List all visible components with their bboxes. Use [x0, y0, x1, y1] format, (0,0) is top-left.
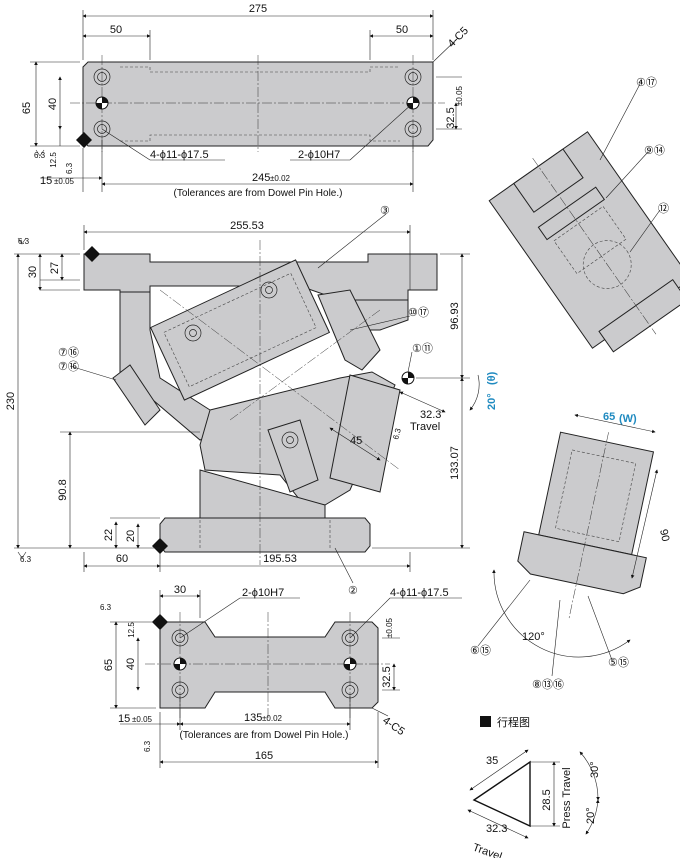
- handle: [112, 364, 161, 426]
- dim-12-5: 12.5: [49, 152, 58, 168]
- dim-65: 65: [21, 102, 33, 114]
- dim-96-93: 96.93: [449, 302, 461, 330]
- dim-15-bottom: 15: [118, 713, 130, 725]
- roughness-4: 6.3: [20, 555, 32, 564]
- tol-32-5: ±0.05: [455, 85, 464, 106]
- dim-65-w: 65: [603, 411, 615, 423]
- callout-12: ⑫: [658, 202, 669, 215]
- dim-30-bottom: 30: [174, 584, 186, 596]
- dim-22: 22: [103, 529, 115, 541]
- tol-15: ±0.05: [54, 177, 75, 186]
- hole-spec-10-bottom: 2-ϕ10H7: [242, 587, 284, 599]
- hole-spec-10: 2-ϕ10H7: [298, 149, 340, 161]
- dim-133-07: 133.07: [449, 446, 461, 480]
- callout-7: ⑦⑯: [58, 346, 79, 359]
- tilted-block: [149, 259, 331, 401]
- tol-32-5-bottom: ±0.05: [385, 617, 394, 638]
- roughness-7: 6.3: [100, 603, 112, 612]
- dim-30: 30: [27, 266, 39, 278]
- press-travel-label: Press Travel: [561, 767, 573, 828]
- dim-255-53: 255.53: [230, 220, 264, 232]
- travel-label-stroke: Travel: [471, 842, 503, 858]
- dim-90-8: 90.8: [57, 479, 69, 500]
- section-callouts: ④⑰ ⑨⑭ ⑫: [599, 76, 669, 253]
- dim-165: 165: [255, 750, 273, 762]
- dim-32-3: 32.3: [420, 409, 441, 421]
- roughness-2: 6.3: [65, 162, 74, 174]
- stroke-diagram: 行程图 35 28.5 Press Travel 32.3 Travel 30°…: [467, 716, 601, 858]
- dim-w: (W): [619, 413, 637, 425]
- dim-45: 45: [350, 435, 362, 447]
- callout-4-17: ④⑰: [636, 76, 657, 89]
- roughness-6: 6.3: [143, 740, 152, 752]
- front-view: [83, 240, 438, 565]
- bottom-dimensions: 30 2-ϕ10H7 4-ϕ11-ϕ17.5 65 40 12.5 32.5 ±…: [100, 584, 462, 768]
- dim-40-bottom: 40: [125, 658, 137, 670]
- dim-40: 40: [47, 98, 59, 110]
- bottom-plate-view: [145, 612, 390, 718]
- travel-label: Travel: [410, 421, 440, 433]
- angle-20: 20°: [486, 393, 498, 410]
- angle-120: 120°: [522, 631, 545, 643]
- dim-230: 230: [5, 392, 17, 410]
- dim-12-5-bottom: 12.5: [127, 622, 136, 638]
- callout-6-15: ⑥⑮: [470, 644, 491, 657]
- callout-10-17: ⑩⑰: [408, 306, 429, 319]
- front-dimensions: 255.53 30 27 230 90.8 22 20 60 195.53 96…: [5, 220, 498, 572]
- dim-27: 27: [49, 262, 61, 274]
- dim-32-3-stroke: 32.3: [486, 823, 507, 835]
- hole-spec-11-bottom: 4-ϕ11-ϕ17.5: [390, 587, 449, 599]
- angle-30: 30°: [589, 761, 601, 778]
- top-plate-view: [70, 55, 445, 152]
- dim-35: 35: [486, 755, 498, 767]
- dim-135: 135: [244, 712, 262, 724]
- tol-245: ±0.02: [270, 174, 291, 183]
- dim-32-5-bottom: 32.5: [381, 666, 393, 687]
- dim-90: 90: [657, 528, 671, 542]
- callout-3: ③: [380, 205, 390, 217]
- roughness-5: 6.3: [391, 427, 403, 441]
- dim-275: 275: [249, 3, 267, 15]
- legend-square-icon: [480, 716, 491, 727]
- side-dimensions: 65 (W) 90 120° ⑥⑮ ⑤⑮ ⑧⑬⑯: [470, 411, 671, 691]
- callout-9-14: ⑨⑭: [644, 144, 665, 157]
- angle-20-stroke: 20°: [585, 807, 597, 824]
- hole-spec-11: 4-ϕ11-ϕ17.5: [150, 149, 209, 161]
- dim-50-right: 50: [396, 24, 408, 36]
- dim-32-5: 32.5: [445, 107, 457, 128]
- tol-15-bottom: ±0.05: [132, 715, 153, 724]
- dim-65-bottom: 65: [103, 659, 115, 671]
- chamfer-4c5-bottom: 4-C5: [380, 715, 406, 739]
- section-detail-top-right: [488, 131, 680, 353]
- dim-50-left: 50: [110, 24, 122, 36]
- dim-20: 20: [125, 530, 137, 542]
- callout-1-11: ①⑪: [412, 342, 433, 355]
- dim-15: 15: [40, 175, 52, 187]
- callout-16: ⑦⑯: [58, 360, 79, 373]
- roughness-1: 6.3: [34, 151, 46, 160]
- stroke-title: 行程图: [497, 716, 530, 729]
- callout-8-13-16: ⑧⑬⑯: [532, 678, 564, 691]
- slide-rail: [317, 289, 381, 371]
- callout-2: ②: [348, 585, 358, 597]
- callout-5-15: ⑤⑮: [608, 656, 629, 669]
- base-plate: [159, 517, 371, 553]
- clamp-lever: [267, 419, 319, 493]
- dim-28-5: 28.5: [541, 789, 553, 810]
- callouts: ③ ⑩⑰ ①⑪ ⑦⑯ ⑦⑯ ②: [58, 205, 433, 597]
- tol-135: ±0.02: [262, 714, 283, 723]
- tol-note-top: (Tolerances are from Dowel Pin Hole.): [174, 188, 343, 199]
- chamfer-4c5: 4-C5: [446, 25, 471, 50]
- dim-60: 60: [116, 553, 128, 565]
- tol-note-bottom: (Tolerances are from Dowel Pin Hole.): [180, 730, 349, 741]
- angle-theta: (θ): [486, 371, 498, 385]
- dim-245: 245: [252, 172, 270, 184]
- dim-195-53: 195.53: [263, 553, 297, 565]
- roughness-3: 6.3: [18, 237, 30, 246]
